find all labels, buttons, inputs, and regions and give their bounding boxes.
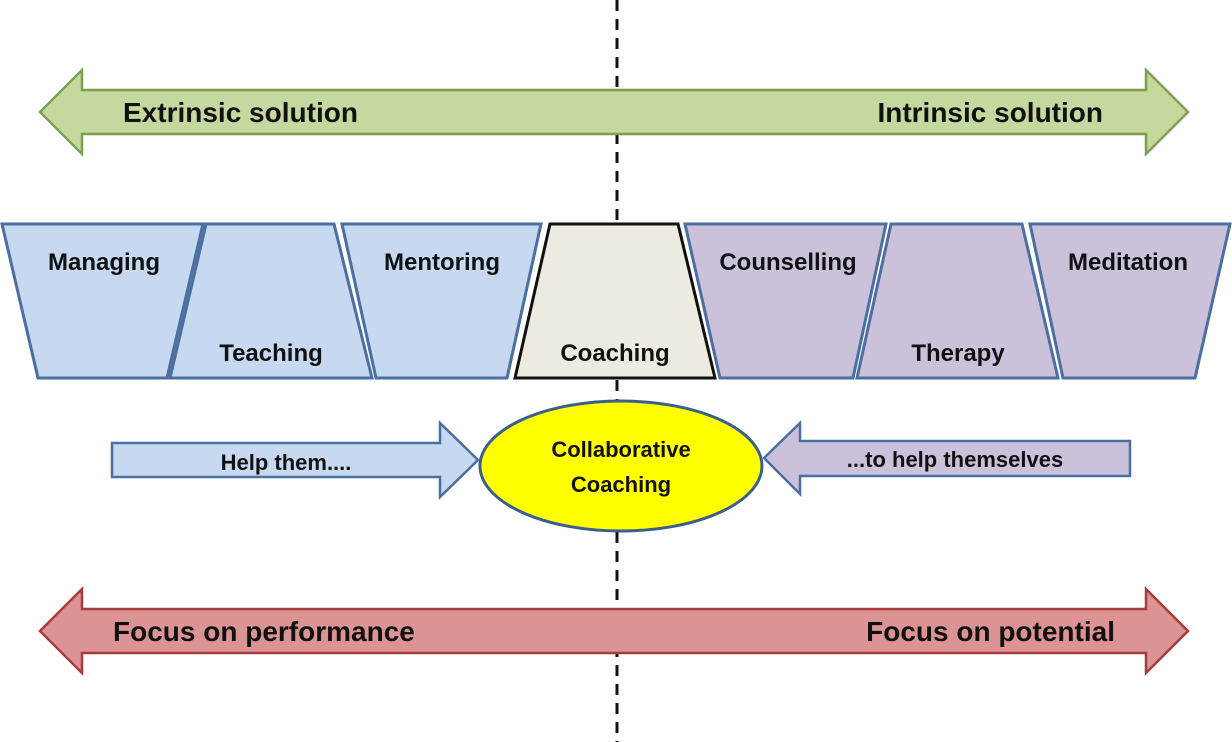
block-meditation: Meditation [1028, 222, 1232, 380]
block-coaching-shape [513, 222, 717, 380]
help-them-arrow [110, 420, 480, 500]
top-arrow-right-label: Intrinsic solution [877, 97, 1103, 128]
block-counselling-label: Counselling [719, 249, 856, 276]
block-mentoring: Mentoring [340, 222, 543, 380]
block-therapy: Therapy [855, 222, 1060, 380]
block-managing: Managing [0, 222, 205, 380]
top-arrow-left-label: Extrinsic solution [123, 97, 358, 128]
block-mentoring-shape [340, 222, 543, 380]
help-them-label: Help them.... [221, 450, 352, 475]
block-counselling: Counselling [683, 222, 888, 380]
help-themselves-label: ...to help themselves [847, 447, 1063, 472]
block-coaching-label: Coaching [560, 340, 669, 367]
top-double-arrow [38, 66, 1190, 158]
collaborative-coaching-ellipse [478, 399, 764, 533]
block-mentoring-label: Mentoring [384, 249, 500, 276]
block-managing-shape [0, 222, 205, 380]
block-teaching-label: Teaching [219, 340, 323, 367]
bottom-arrow-left-label: Focus on performance [113, 616, 415, 647]
block-managing-label: Managing [48, 249, 160, 276]
help-themselves-arrow [762, 420, 1132, 498]
block-meditation-shape [1028, 222, 1232, 380]
block-teaching-shape [168, 222, 374, 380]
collaborative-coaching-line2: Coaching [571, 472, 671, 497]
collaborative-coaching-line1: Collaborative [551, 437, 690, 462]
block-therapy-shape [855, 222, 1060, 380]
block-counselling-shape [683, 222, 888, 380]
bottom-arrow-right-label: Focus on potential [866, 616, 1115, 647]
bottom-double-arrow [38, 585, 1190, 677]
block-meditation-label: Meditation [1068, 249, 1188, 276]
block-therapy-label: Therapy [911, 340, 1005, 367]
block-coaching: Coaching [513, 222, 717, 380]
block-teaching: Teaching [168, 222, 374, 380]
